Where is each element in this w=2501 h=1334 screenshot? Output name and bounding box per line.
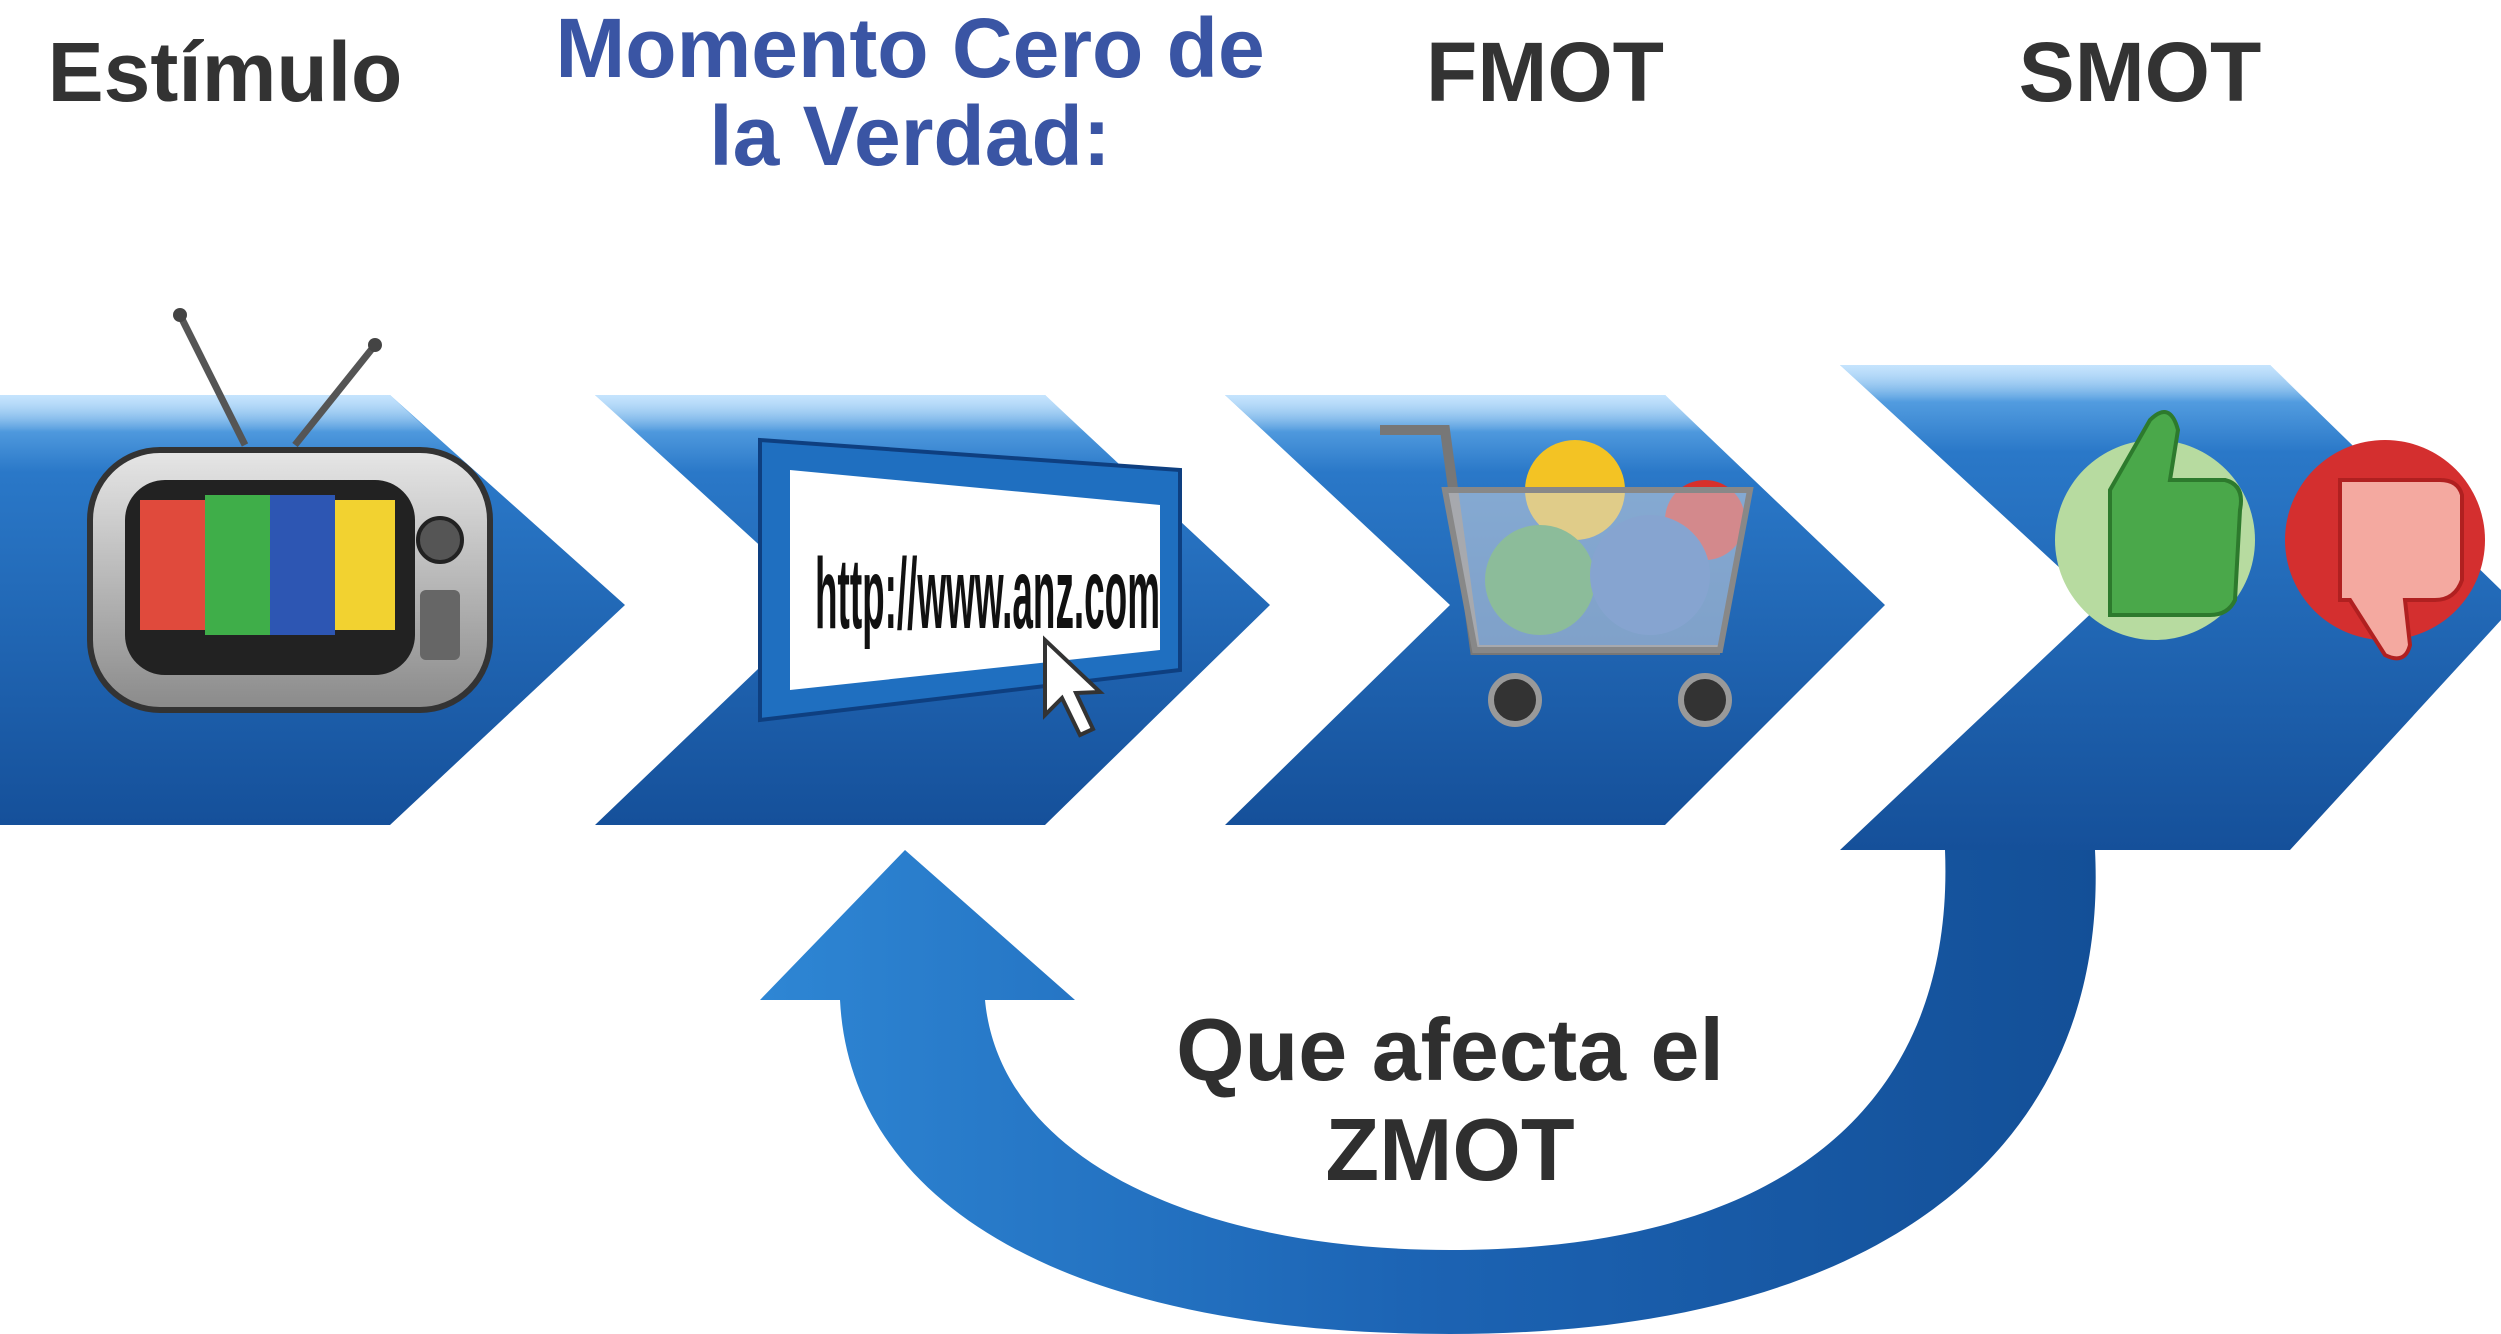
loop-label-line2: ZMOT (1325, 1100, 1575, 1199)
stage-title-zmot: Momento Cero de la Verdad: (450, 4, 1370, 180)
stage-title-smot: SMOT (2018, 25, 2262, 119)
cursor-icon (1043, 635, 1105, 738)
stage-title-zmot-line2: la Verdad: (709, 89, 1111, 183)
stage-title-zmot-line1: Momento Cero de (555, 1, 1265, 95)
feedback-loop-arrow (760, 850, 2096, 1334)
shopping-cart-icon (1380, 425, 1754, 727)
stage-title-fmot: FMOT (1426, 25, 1664, 119)
loop-label: Que afecta el ZMOT (1100, 1000, 1800, 1200)
thumbs-up-down-icon (2055, 410, 2485, 661)
tv-icon (87, 308, 493, 713)
url-text: http://www.anz.com (815, 538, 1160, 650)
browser-url-icon: http://www.anz.com (758, 437, 1182, 738)
loop-label-line1: Que afecta el (1176, 1000, 1724, 1099)
stage-title-estimulo: Estímulo (47, 25, 403, 119)
